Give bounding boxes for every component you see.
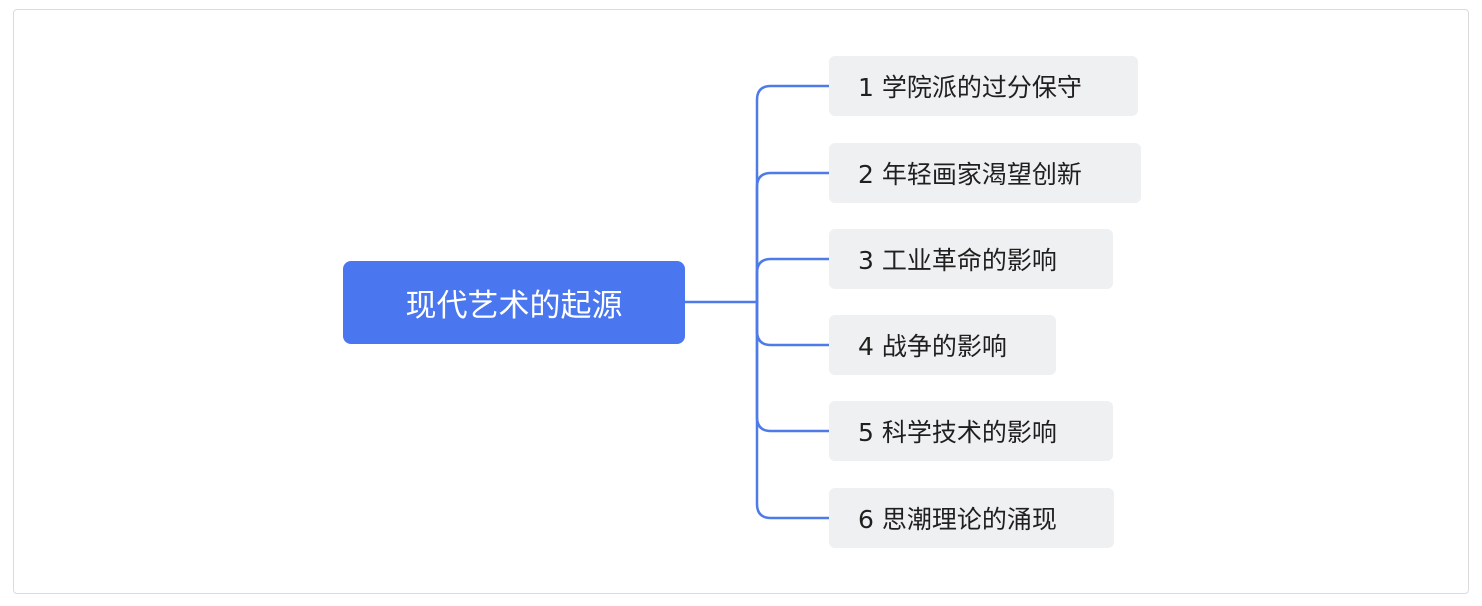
subtopic-2[interactable]: 2 年轻画家渴望创新 bbox=[829, 143, 1141, 203]
subtopic-4[interactable]: 4 战争的影响 bbox=[829, 315, 1056, 375]
connector-branch-5 bbox=[755, 300, 831, 433]
connector-branch-3 bbox=[755, 257, 831, 304]
subtopic-label: 1 学院派的过分保守 bbox=[858, 73, 1082, 102]
connector-branch-2 bbox=[755, 171, 831, 304]
root-topic[interactable]: 现代艺术的起源 bbox=[343, 261, 685, 344]
subtopic-label: 2 年轻画家渴望创新 bbox=[858, 160, 1082, 189]
subtopic-3[interactable]: 3 工业革命的影响 bbox=[829, 229, 1113, 289]
subtopic-label: 5 科学技术的影响 bbox=[858, 418, 1057, 447]
connector-branch-1 bbox=[755, 84, 831, 304]
root-topic-label: 现代艺术的起源 bbox=[405, 288, 623, 324]
subtopic-5[interactable]: 5 科学技术的影响 bbox=[829, 401, 1113, 461]
subtopic-6[interactable]: 6 思潮理论的涌现 bbox=[829, 488, 1114, 548]
connector-branch-6 bbox=[755, 300, 831, 520]
subtopic-label: 3 工业革命的影响 bbox=[858, 246, 1057, 275]
connector-branch-4 bbox=[755, 300, 831, 347]
subtopic-label: 6 思潮理论的涌现 bbox=[858, 505, 1057, 534]
subtopic-1[interactable]: 1 学院派的过分保守 bbox=[829, 56, 1138, 116]
subtopic-label: 4 战争的影响 bbox=[858, 332, 1007, 361]
